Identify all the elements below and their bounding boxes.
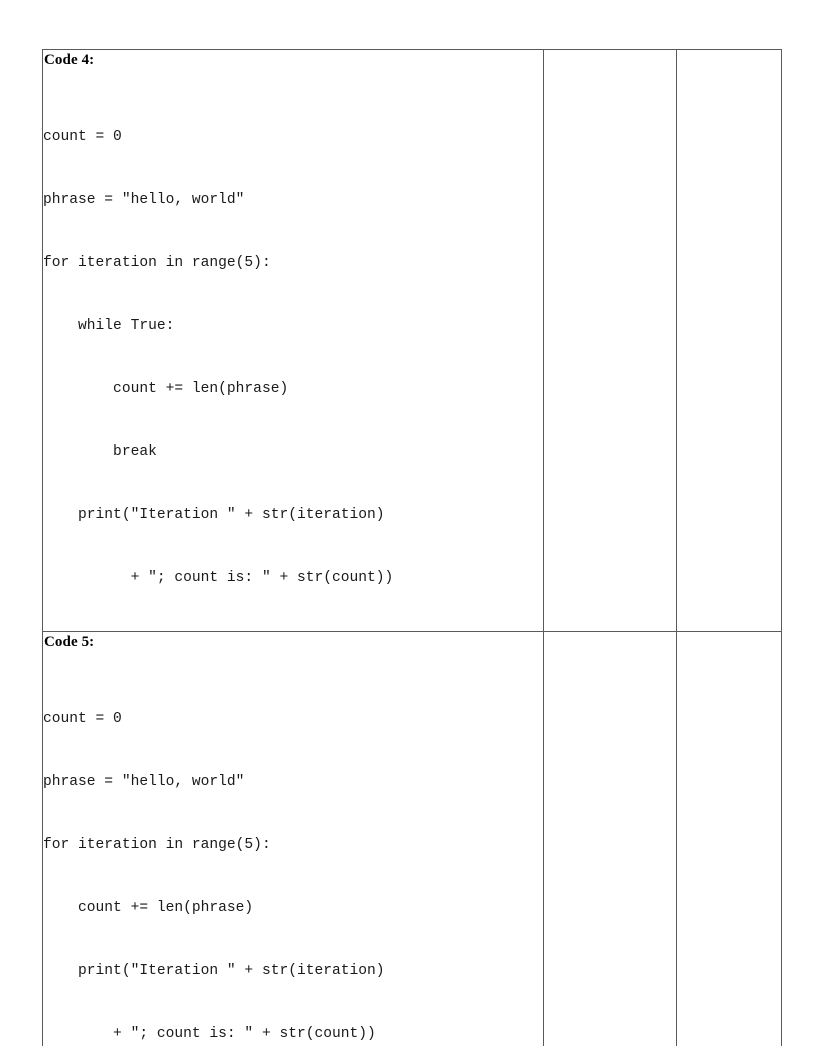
code-line: + "; count is: " + str(count)) <box>43 1024 543 1045</box>
code-spacer <box>43 70 543 85</box>
code-line: break <box>43 442 543 463</box>
blank-cell-4-1[interactable] <box>544 50 677 632</box>
code-line: count += len(phrase) <box>43 379 543 400</box>
code-line: count = 0 <box>43 709 543 730</box>
page-canvas: Code 4: count = 0 phrase = "hello, world… <box>0 0 834 523</box>
code-line: for iteration in range(5): <box>43 835 543 856</box>
code-line: print("Iteration " + str(iteration) <box>43 961 543 982</box>
table-row: Code 4: count = 0 phrase = "hello, world… <box>43 50 782 632</box>
blank-cell-4-2[interactable] <box>677 50 782 632</box>
code-comparison-table: Code 4: count = 0 phrase = "hello, world… <box>42 49 782 1046</box>
code-label-4: Code 4: <box>44 50 543 70</box>
code-line: + "; count is: " + str(count)) <box>43 568 543 589</box>
code-block-5: count = 0 phrase = "hello, world" for it… <box>43 667 543 1046</box>
code-line: phrase = "hello, world" <box>43 772 543 793</box>
code-line: count += len(phrase) <box>43 898 543 919</box>
code-line: for iteration in range(5): <box>43 253 543 274</box>
code-line: count = 0 <box>43 127 543 148</box>
code-line: while True: <box>43 316 543 337</box>
table-row: Code 5: count = 0 phrase = "hello, world… <box>43 632 782 1046</box>
blank-cell-5-2[interactable] <box>677 632 782 1046</box>
code-cell-4: Code 4: count = 0 phrase = "hello, world… <box>43 50 544 632</box>
code-cell-5: Code 5: count = 0 phrase = "hello, world… <box>43 632 544 1046</box>
code-label-5: Code 5: <box>44 632 543 652</box>
code-line: phrase = "hello, world" <box>43 190 543 211</box>
code-block-4: count = 0 phrase = "hello, world" for it… <box>43 85 543 631</box>
blank-cell-5-1[interactable] <box>544 632 677 1046</box>
code-spacer <box>43 652 543 667</box>
